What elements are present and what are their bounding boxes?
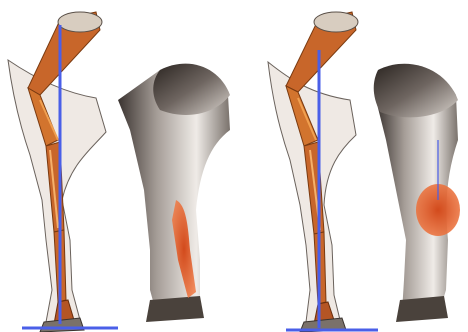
skeleton-leg-left [8, 12, 106, 332]
skin-leg-left [118, 64, 230, 322]
skeleton-leg-right [268, 12, 358, 332]
